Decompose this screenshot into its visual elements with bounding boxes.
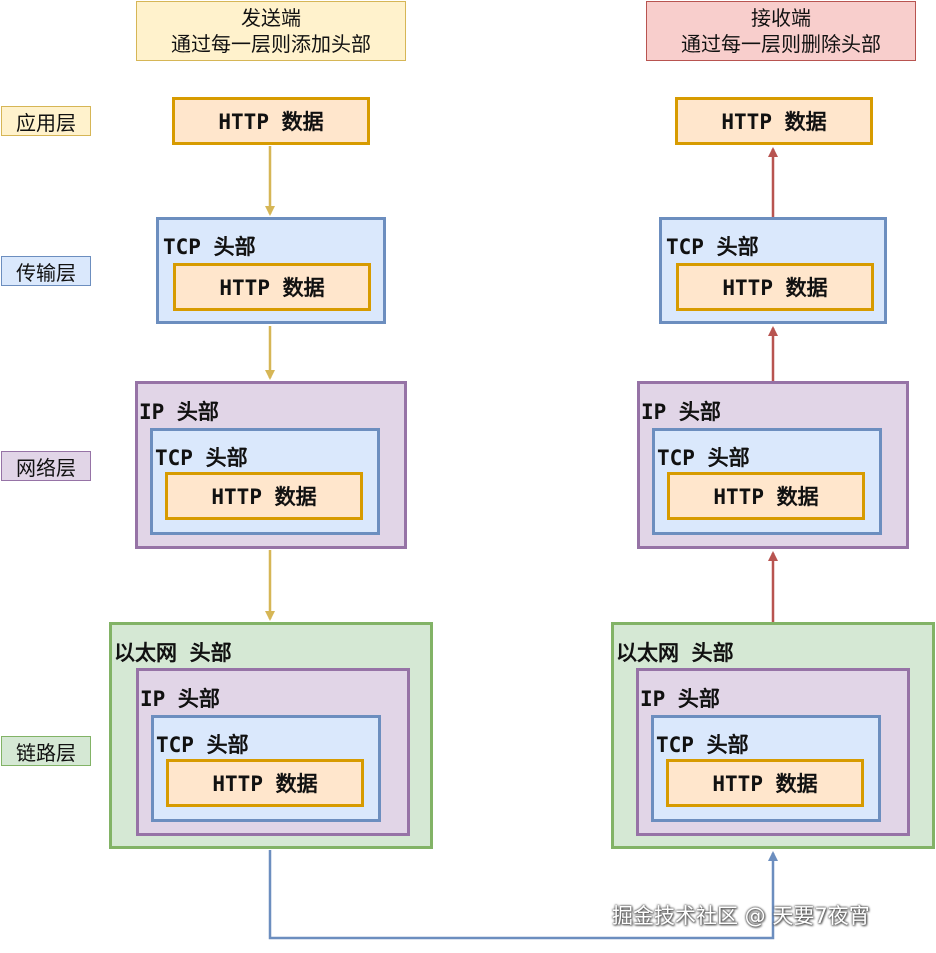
sender-link-ethernet-frame: 以太网 头部 IP 头部 TCP 头部 HTTP 数据 [109,622,433,849]
transport-layer-text: 传输层 [16,260,76,285]
physical-link-arrow [268,850,778,940]
sender-network-ip-packet: IP 头部 TCP 头部 HTTP 数据 [135,381,407,549]
receiver-network-tcp-segment: TCP 头部 HTTP 数据 [652,428,882,535]
ip-header-label: IP 头部 [641,400,721,424]
sender-subtitle: 通过每一层则添加头部 [171,32,371,56]
sender-app-http-data: HTTP 数据 [172,97,370,145]
http-data-label: HTTP 数据 [712,772,818,796]
receiver-note: 接收端 通过每一层则删除头部 [646,1,916,61]
receiver-app-http-data: HTTP 数据 [675,97,873,145]
ip-header-label: IP 头部 [640,687,720,711]
receiver-link-tcp-segment: TCP 头部 HTTP 数据 [651,715,881,822]
receiver-link-ethernet-frame: 以太网 头部 IP 头部 TCP 头部 HTTP 数据 [611,622,935,849]
link-layer-text: 链路层 [16,740,76,765]
ip-header-label: IP 头部 [139,400,219,424]
sender-note: 发送端 通过每一层则添加头部 [136,1,406,61]
tcp-header-label: TCP 头部 [163,235,256,259]
http-data-label: HTTP 数据 [722,276,828,300]
receiver-link-ip-packet: IP 头部 TCP 头部 HTTP 数据 [636,668,910,836]
layer-label-transport: 传输层 [1,256,91,286]
tcp-header-label: TCP 头部 [666,235,759,259]
eth-header-label: 以太网 头部 [114,641,232,665]
http-data-label: HTTP 数据 [212,772,318,796]
network-layer-text: 网络层 [16,455,76,480]
http-data-label: HTTP 数据 [211,485,317,509]
tcp-header-label: TCP 头部 [156,733,249,757]
sender-network-tcp-segment: TCP 头部 HTTP 数据 [150,428,380,535]
tcp-header-label: TCP 头部 [656,733,749,757]
watermark: 掘金技术社区 @ 天要7夜宵 [612,904,870,928]
sender-link-ip-packet: IP 头部 TCP 头部 HTTP 数据 [136,668,410,836]
receiver-subtitle: 通过每一层则删除头部 [681,32,881,56]
ip-header-label: IP 头部 [140,687,220,711]
sender-link-http-data: HTTP 数据 [166,759,364,807]
sender-network-http-data: HTTP 数据 [165,472,363,520]
tcp-header-label: TCP 头部 [155,446,248,470]
layer-label-link: 链路层 [1,736,91,766]
receiver-transport-http-data: HTTP 数据 [676,263,874,311]
http-data-label: HTTP 数据 [721,110,827,134]
application-layer-text: 应用层 [16,110,76,135]
receiver-transport-tcp-segment: TCP 头部 HTTP 数据 [659,217,887,324]
tcp-header-label: TCP 头部 [657,446,750,470]
http-data-label: HTTP 数据 [218,110,324,134]
sender-transport-http-data: HTTP 数据 [173,263,371,311]
http-data-label: HTTP 数据 [219,276,325,300]
layer-label-application: 应用层 [1,106,91,136]
eth-header-label: 以太网 头部 [616,641,734,665]
receiver-network-http-data: HTTP 数据 [667,472,865,520]
sender-title: 发送端 [241,6,301,30]
receiver-network-ip-packet: IP 头部 TCP 头部 HTTP 数据 [637,381,909,549]
sender-transport-tcp-segment: TCP 头部 HTTP 数据 [156,217,386,324]
layer-label-network: 网络层 [1,451,91,481]
receiver-title: 接收端 [751,6,811,30]
sender-link-tcp-segment: TCP 头部 HTTP 数据 [151,715,381,822]
http-data-label: HTTP 数据 [713,485,819,509]
receiver-link-http-data: HTTP 数据 [666,759,864,807]
